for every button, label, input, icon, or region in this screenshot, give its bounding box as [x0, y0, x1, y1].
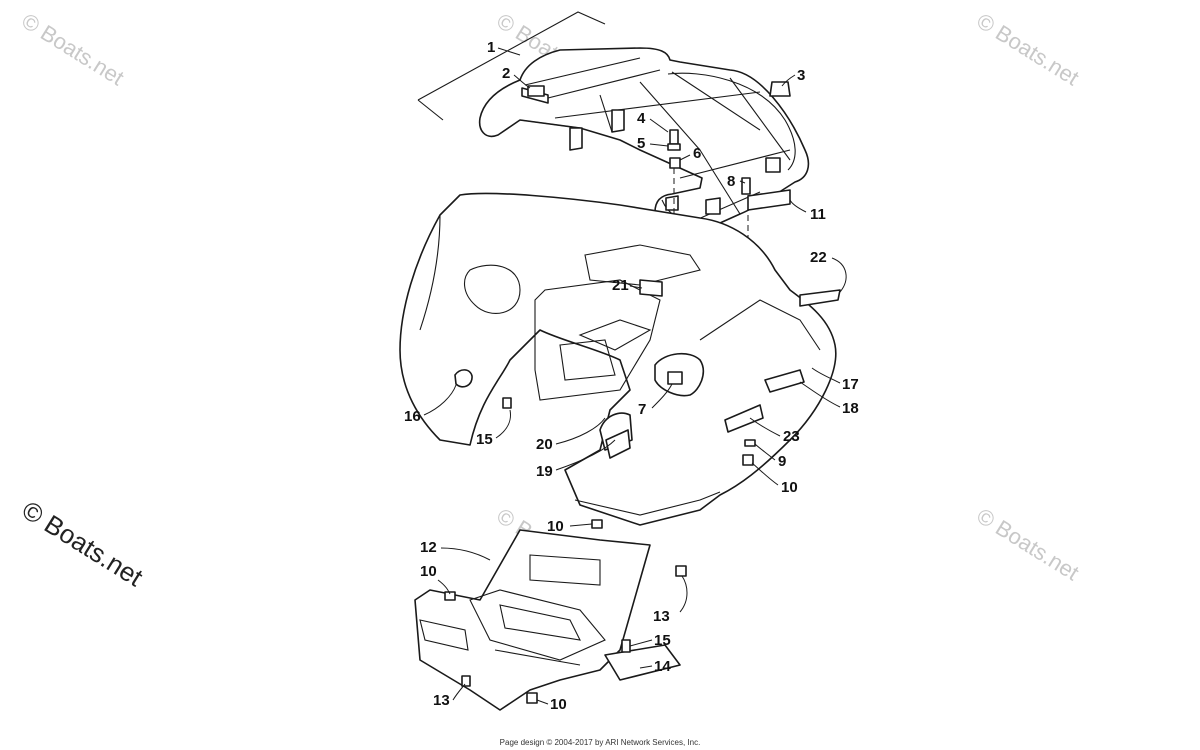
callout-18: 18: [842, 400, 859, 417]
callout-20: 20: [536, 436, 553, 453]
callout-3: 3: [797, 67, 805, 84]
callout-4: 4: [637, 110, 646, 127]
callout-16: 16: [404, 408, 421, 425]
watermark-left: © Boats.net: [17, 495, 149, 593]
callout-7: 7: [638, 401, 646, 418]
rear-fender: [399, 192, 841, 529]
callout-10-b: 10: [547, 518, 564, 535]
callout-13-b: 13: [433, 692, 450, 709]
callout-1: 1: [487, 39, 495, 56]
callout-19: 19: [536, 463, 553, 480]
watermark-top-left: © Boats.net: [17, 8, 128, 90]
callouts: 1 2 3 4 5 6 7 8 9 10 10 10 10 11 12 13 1…: [404, 39, 859, 713]
callout-10-c: 10: [420, 563, 437, 580]
callout-10-a: 10: [781, 479, 798, 496]
callout-9: 9: [778, 453, 786, 470]
callout-15-a: 15: [654, 632, 671, 649]
callout-10-d: 10: [550, 696, 567, 713]
rack-assembly-bracket: [417, 11, 606, 121]
footer-copyright: Page design © 2004-2017 by ARI Network S…: [499, 738, 701, 747]
floorboard: [414, 529, 687, 711]
callout-12: 12: [420, 539, 437, 556]
watermark-top-right: © Boats.net: [972, 8, 1083, 90]
callout-23: 23: [783, 428, 800, 445]
callout-8: 8: [727, 173, 735, 190]
callout-6: 6: [693, 145, 701, 162]
callout-21: 21: [612, 277, 629, 294]
callout-13-a: 13: [653, 608, 670, 625]
watermark-mid-right: © Boats.net: [972, 503, 1083, 585]
callout-17: 17: [842, 376, 859, 393]
callout-22: 22: [810, 249, 827, 266]
callout-14: 14: [654, 658, 671, 675]
callout-2: 2: [502, 65, 510, 82]
callout-5: 5: [637, 135, 645, 152]
callout-15-b: 15: [476, 431, 493, 448]
rear-rack: [478, 47, 810, 239]
callout-11: 11: [810, 206, 826, 223]
